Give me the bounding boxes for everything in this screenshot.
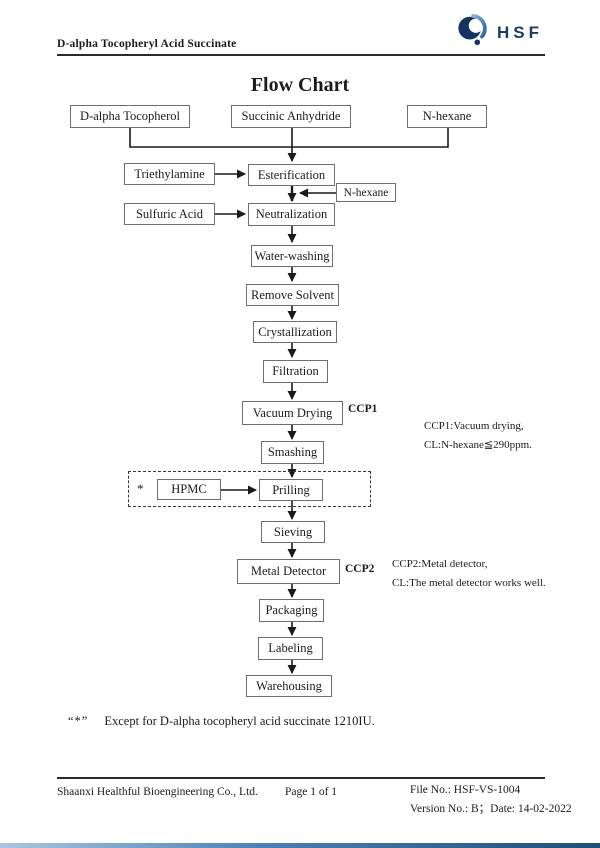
footer-file-no: File No.: HSF-VS-1004 [410, 784, 521, 796]
node-sulfuric-acid: Sulfuric Acid [124, 203, 215, 225]
footnote: “*” Except for D-alpha tocopheryl acid s… [68, 714, 375, 729]
footer-company: Shaanxi Healthful Bioengineering Co., Lt… [57, 786, 258, 798]
ccp1-note-line2: CL:N-hexane≦290ppm. [424, 439, 532, 451]
asterisk-mark: * [137, 481, 144, 496]
footer-page-number: Page 1 of 1 [285, 786, 338, 798]
node-n-hexane-top: N-hexane [407, 105, 487, 128]
node-water-washing: Water-washing [251, 245, 333, 267]
ccp2-label: CCP2 [345, 563, 375, 575]
node-filtration: Filtration [263, 360, 328, 383]
node-succinic-anhydride: Succinic Anhydride [231, 105, 351, 128]
node-crystallization: Crystallization [253, 321, 337, 343]
ccp1-note: CCP1:Vacuum drying, CL:N-hexane≦290ppm. [424, 417, 532, 455]
node-remove-solvent: Remove Solvent [246, 284, 339, 306]
node-hpmc: HPMC [157, 479, 221, 500]
page-title: Flow Chart [250, 74, 350, 96]
node-metal-detector: Metal Detector [237, 559, 340, 584]
node-n-hexane-side: N-hexane [336, 183, 396, 202]
node-vacuum-drying: Vacuum Drying [242, 401, 343, 425]
ccp1-note-line1: CCP1:Vacuum drying, [424, 420, 524, 432]
header-divider [57, 54, 545, 56]
hsf-logo-icon [456, 13, 490, 52]
node-smashing: Smashing [261, 441, 324, 464]
company-logo: HSF [456, 13, 543, 52]
footer-version: Version No.: B；Date: 14-02-2022 [410, 803, 572, 815]
node-esterification: Esterification [248, 164, 335, 186]
ccp2-note: CCP2:Metal detector, CL:The metal detect… [392, 555, 546, 593]
ccp2-note-line2: CL:The metal detector works well. [392, 577, 546, 589]
ccp2-note-line1: CCP2:Metal detector, [392, 558, 488, 570]
node-warehousing: Warehousing [246, 675, 332, 697]
footnote-text: Except for D-alpha tocopheryl acid succi… [104, 714, 375, 728]
node-prilling: Prilling [259, 479, 323, 501]
node-neutralization: Neutralization [248, 203, 335, 226]
node-packaging: Packaging [259, 599, 324, 622]
node-sieving: Sieving [261, 521, 325, 543]
node-triethylamine: Triethylamine [124, 163, 215, 185]
node-labeling: Labeling [258, 637, 323, 660]
node-d-alpha-tocopherol: D-alpha Tocopherol [70, 105, 190, 128]
footnote-mark: “*” [68, 714, 89, 728]
ccp1-label: CCP1 [348, 403, 378, 415]
logo-text: HSF [497, 22, 543, 42]
footer-accent-bar [0, 843, 600, 848]
doc-title: D-alpha Tocopheryl Acid Succinate [57, 38, 237, 50]
footer-divider [57, 777, 545, 779]
optional-step-dashed-box [128, 471, 371, 507]
